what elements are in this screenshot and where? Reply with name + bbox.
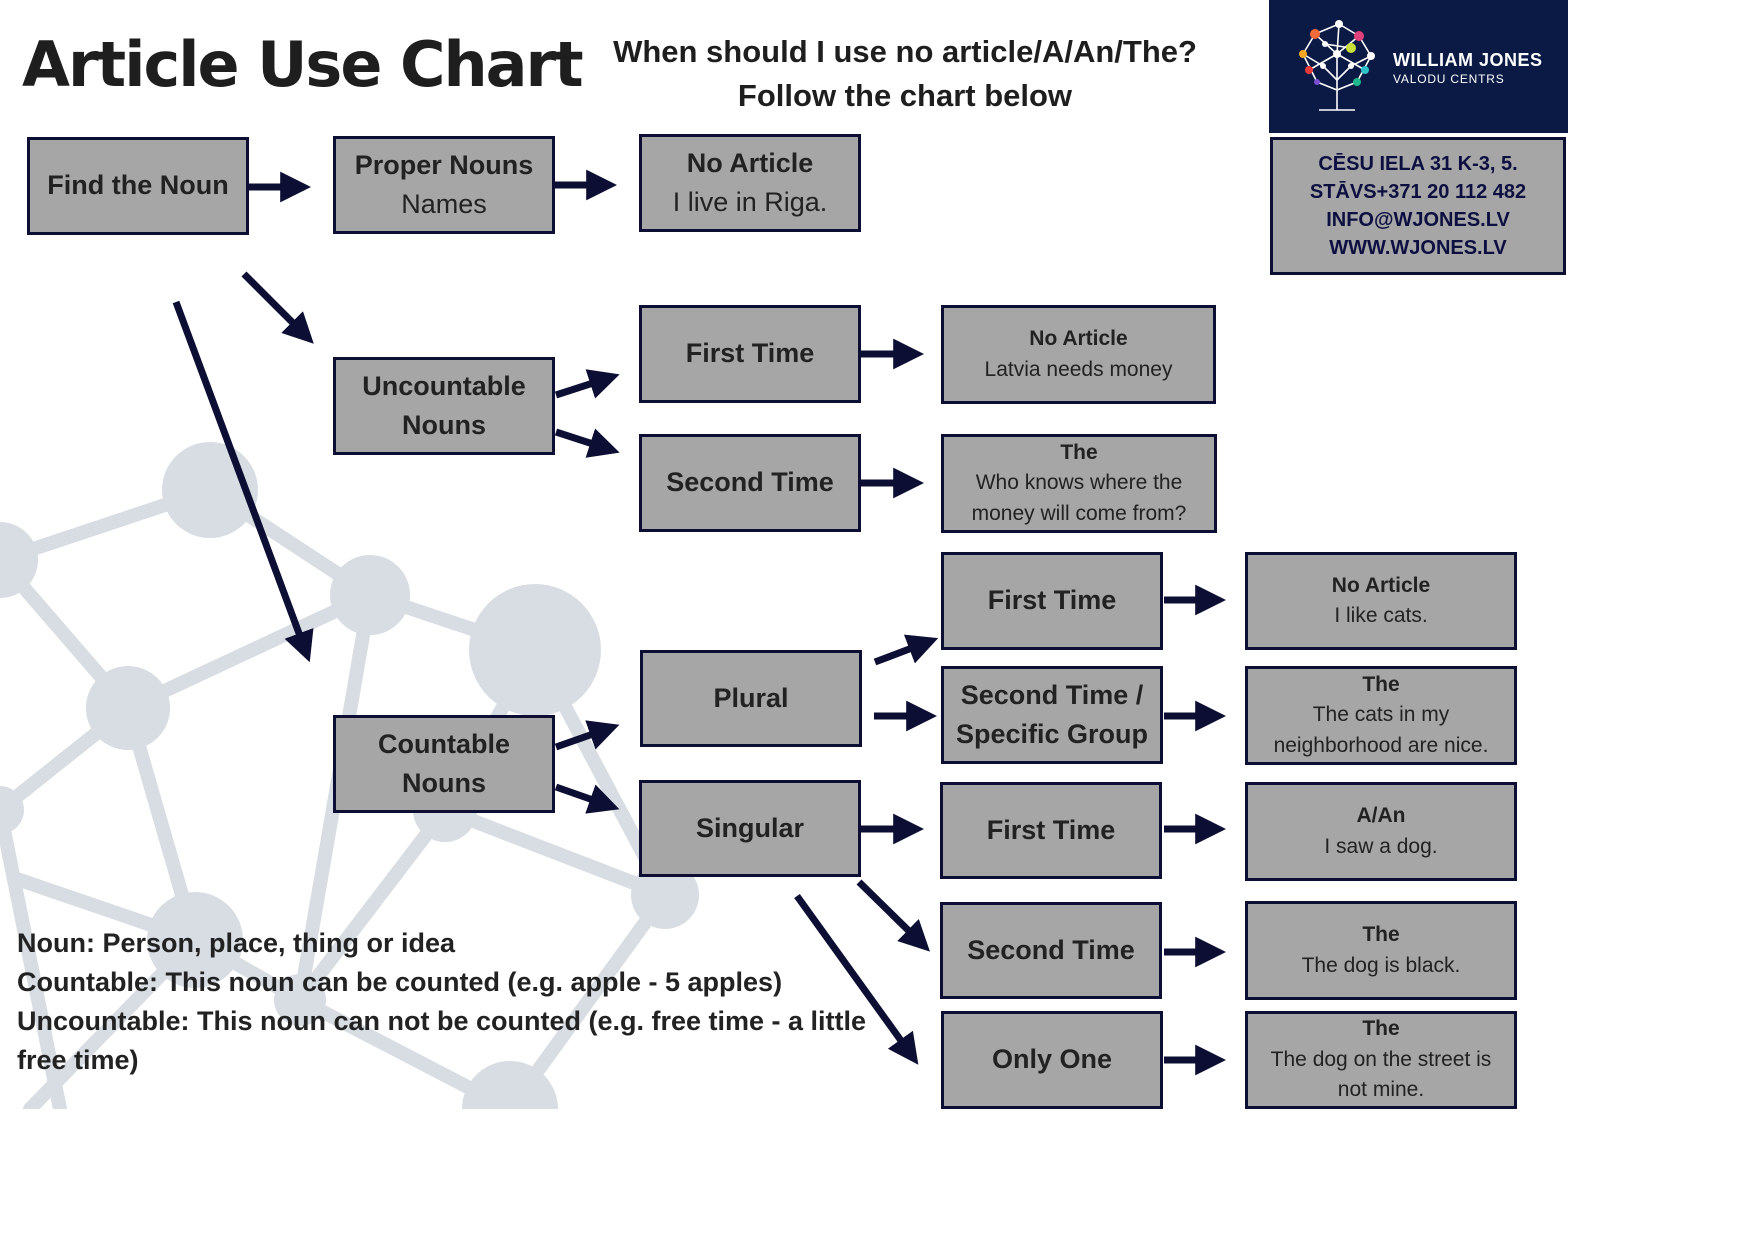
node-label-line-2: Nouns xyxy=(402,410,486,440)
node-singular-only-one-the: The The dog on the street is not mine. xyxy=(1245,1011,1517,1109)
subtitle-line-1: When should I use no article/A/An/The? xyxy=(613,34,1197,69)
node-uncountable-nouns: Uncountable Nouns xyxy=(333,357,555,455)
page-subtitle: When should I use no article/A/An/The? F… xyxy=(585,30,1225,118)
node-singular: Singular xyxy=(639,780,861,877)
node-singular-second-time: Second Time xyxy=(940,902,1162,999)
contact-website: WWW.WJONES.LV xyxy=(1329,237,1507,259)
node-label: Singular xyxy=(695,812,804,843)
node-proper-nouns: Proper Nouns Names xyxy=(333,136,555,234)
logo-subtitle: VALODU CENTRS xyxy=(1393,72,1505,86)
node-label: Second Time xyxy=(967,934,1135,965)
node-label: Find the Noun xyxy=(47,170,229,201)
contact-box: CĒSU IELA 31 K-3, 5. STĀVS+371 20 112 48… xyxy=(1270,137,1566,275)
node-label: The xyxy=(1362,672,1400,696)
subtitle-line-2: Follow the chart below xyxy=(737,78,1073,113)
node-label: Only One xyxy=(991,1044,1113,1075)
node-label: The xyxy=(1362,923,1400,947)
logo-name: WILLIAM JONES xyxy=(1393,50,1543,70)
node-uncountable-first-time: First Time xyxy=(639,305,861,403)
node-example: I live in Riga. xyxy=(672,187,828,217)
node-label: No Article xyxy=(1029,327,1128,351)
node-sublabel: Names xyxy=(401,189,487,219)
node-example: I like cats. xyxy=(1334,604,1428,627)
node-label: No Article xyxy=(686,147,814,178)
note-uncountable: Uncountable: This noun can not be counte… xyxy=(17,1006,867,1075)
node-label-line-2: Nouns xyxy=(402,768,486,798)
node-example-line-2: not mine. xyxy=(1337,1078,1425,1102)
node-example-line-1: The dog on the street is xyxy=(1270,1047,1492,1071)
node-label: Proper Nouns xyxy=(354,149,534,180)
node-example-line-2: money will come from? xyxy=(971,501,1187,525)
node-label-line-2: Specific Group xyxy=(955,719,1149,749)
node-find-the-noun: Find the Noun xyxy=(27,137,249,235)
node-label: First Time xyxy=(685,338,815,369)
note-countable: Countable: This noun can be counted (e.g… xyxy=(17,967,783,997)
node-singular-only-one: Only One xyxy=(941,1011,1163,1109)
contact-email: INFO@WJONES.LV xyxy=(1326,209,1510,231)
node-plural-first-no-article: No Article I like cats. xyxy=(1245,552,1517,650)
node-plural-first-time: First Time xyxy=(941,552,1163,650)
node-plural-second-time: Second Time / Specific Group xyxy=(941,666,1163,764)
node-example: I saw a dog. xyxy=(1324,834,1438,858)
node-singular-second-the: The The dog is black. xyxy=(1245,901,1517,1000)
node-label: Plural xyxy=(713,682,789,713)
note-noun: Noun: Person, place, thing or idea xyxy=(17,928,456,958)
node-label: First Time xyxy=(986,814,1116,845)
node-label: The xyxy=(1362,1017,1400,1041)
node-label: The xyxy=(1060,440,1098,464)
tree-network-icon xyxy=(1299,20,1375,111)
node-label-line-1: Uncountable xyxy=(362,370,526,401)
node-plural-second-the: The The cats in my neighborhood are nice… xyxy=(1245,666,1517,765)
node-uncountable-second-time: Second Time xyxy=(639,434,861,532)
contact-phone: STĀVS+371 20 112 482 xyxy=(1309,181,1527,203)
definitions-notes: Noun: Person, place, thing or idea Count… xyxy=(17,924,877,1080)
node-label: A/An xyxy=(1356,804,1406,828)
node-singular-first-a-an: A/An I saw a dog. xyxy=(1245,782,1517,881)
node-example: The dog is black. xyxy=(1301,953,1461,977)
node-label: No Article xyxy=(1331,573,1431,597)
node-label: Second Time xyxy=(666,467,834,498)
node-uncountable-second-the: The Who knows where the money will come … xyxy=(941,434,1217,533)
node-example-line-2: neighborhood are nice. xyxy=(1273,733,1489,757)
node-plural: Plural xyxy=(640,650,862,747)
node-example-line-1: The cats in my xyxy=(1312,703,1450,727)
node-label-line-1: Second Time / xyxy=(960,679,1144,710)
node-example: Latvia needs money xyxy=(984,357,1173,381)
node-countable-nouns: Countable Nouns xyxy=(333,715,555,813)
node-uncountable-first-no-article: No Article Latvia needs money xyxy=(941,305,1216,404)
logo: WILLIAM JONES VALODU CENTRS xyxy=(1269,0,1568,133)
node-proper-no-article: No Article I live in Riga. xyxy=(639,134,861,232)
node-example-line-1: Who knows where the xyxy=(975,471,1183,495)
node-singular-first-time: First Time xyxy=(940,782,1162,879)
page-title: Article Use Chart xyxy=(22,28,584,101)
contact-address: CĒSU IELA 31 K-3, 5. xyxy=(1318,153,1518,175)
node-label-line-1: Countable xyxy=(378,728,510,759)
logo-text: WILLIAM JONES VALODU CENTRS xyxy=(1393,50,1543,86)
node-label: First Time xyxy=(987,585,1117,616)
